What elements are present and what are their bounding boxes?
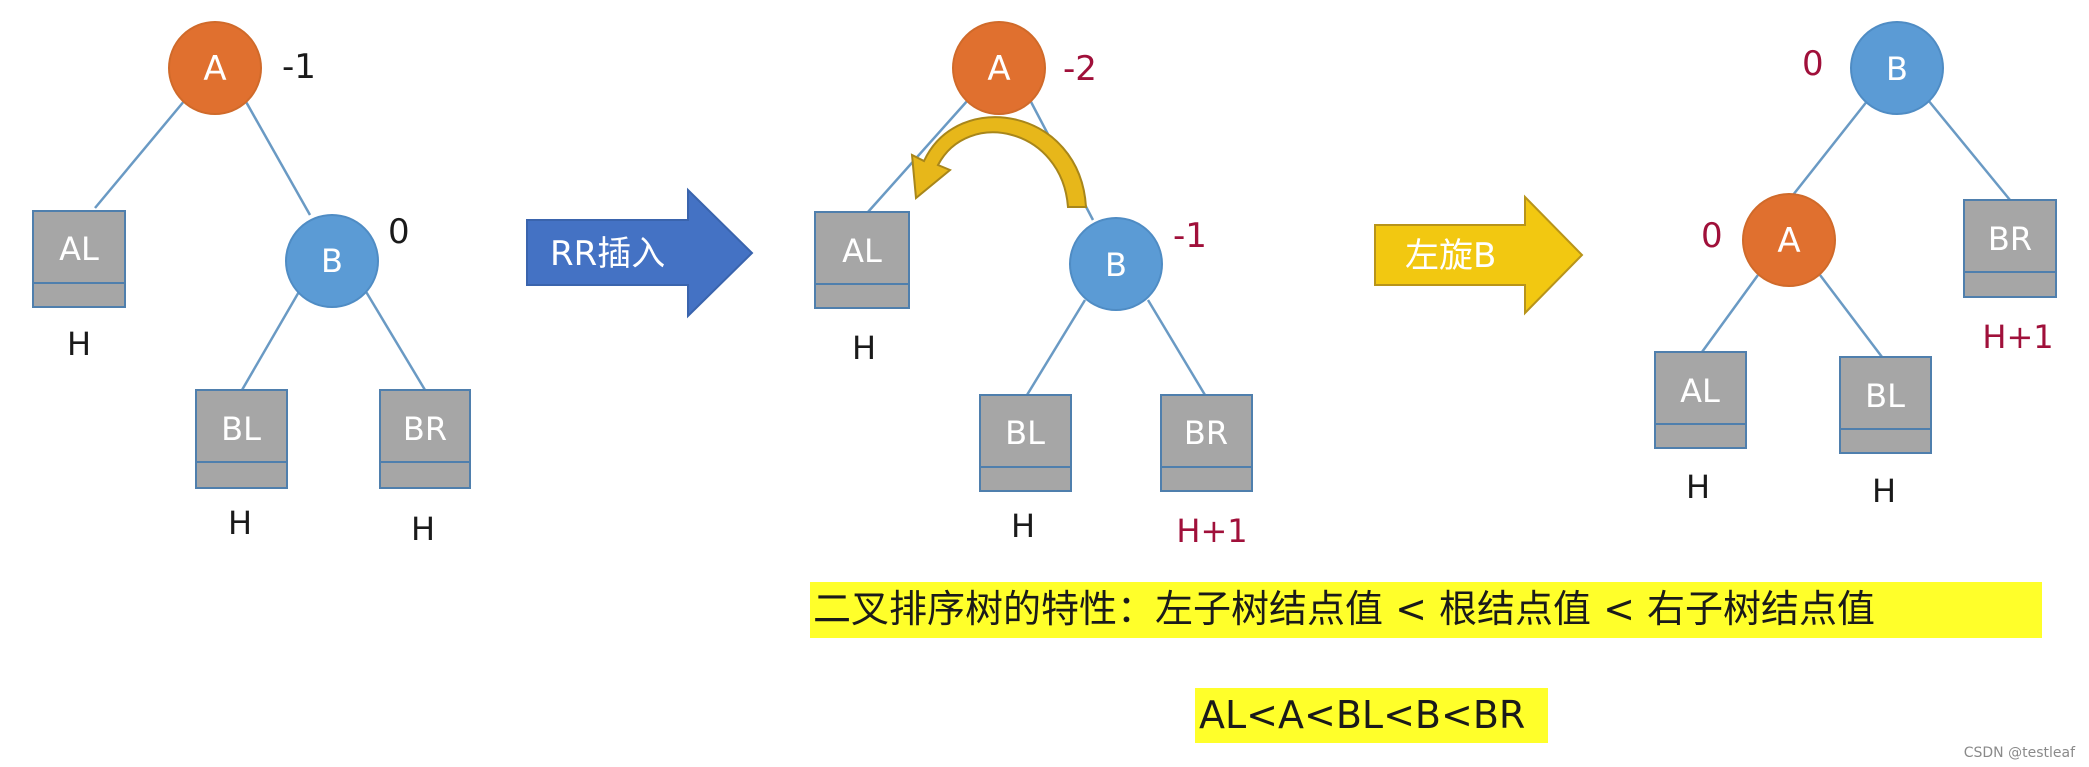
node-b — [1069, 217, 1163, 311]
height-al: H — [67, 325, 91, 363]
edge-b-bl — [240, 289, 302, 391]
subtree-box-bl: BL — [195, 389, 288, 489]
edge-a-b — [243, 99, 312, 216]
subtree-box-br: BR — [379, 389, 471, 489]
height-bl: H — [1872, 472, 1896, 510]
order-highlight — [1195, 688, 1548, 743]
subtree-label-br: BR — [403, 410, 447, 448]
caption-text: 二叉排序树的特性：左子树结点值 < 根结点值 < 右子树结点值 — [813, 587, 1875, 631]
edge-a-al — [1700, 274, 1760, 353]
order-text: AL<A<BL<B<BR — [1199, 693, 1525, 737]
edge-b-br — [1146, 299, 1207, 396]
height-bl: H — [228, 504, 252, 542]
arrow-left-rotate: 左旋B — [1374, 194, 1584, 316]
caption-highlight — [810, 582, 2042, 638]
tree-after-rotation: B 0 A 0 BR H+1 AL H BL H — [1654, 21, 2057, 510]
height-bl: H — [1011, 507, 1035, 545]
subtree-box-al: AL — [814, 211, 910, 309]
node-a-label: A — [203, 49, 226, 89]
height-br: H — [411, 510, 435, 548]
rotation-arrow-icon — [910, 116, 1088, 208]
height-al: H — [1686, 468, 1710, 506]
node-b — [285, 214, 379, 308]
edge-b-bl — [1025, 299, 1087, 396]
edge-b-br — [363, 289, 427, 391]
subtree-label-al: AL — [1680, 372, 1720, 410]
balance-factor-a: -2 — [1063, 49, 1097, 89]
subtree-label-bl: BL — [1865, 377, 1905, 415]
node-b — [1850, 21, 1944, 115]
subtree-label-al: AL — [59, 230, 99, 268]
subtree-box-bl: BL — [979, 394, 1072, 492]
arrow-left-rotate-label: 左旋B — [1405, 236, 1496, 276]
subtree-box-bl: BL — [1839, 356, 1932, 454]
node-a — [1742, 193, 1836, 287]
subtree-box-br: BR — [1963, 199, 2057, 298]
arrow-rr-insert-label: RR插入 — [550, 234, 665, 274]
height-al: H — [852, 329, 876, 367]
subtree-label-br: BR — [1184, 414, 1228, 452]
balance-factor-b: 0 — [388, 212, 410, 252]
subtree-box-al: AL — [1654, 351, 1747, 449]
node-b-label: B — [321, 242, 343, 280]
node-b-label: B — [1105, 246, 1127, 284]
edge-a-al — [94, 99, 186, 209]
balance-factor-b: 0 — [1802, 44, 1824, 84]
edge-a-bl — [1819, 274, 1883, 358]
watermark: CSDN @testleaf — [1964, 745, 2076, 761]
arrow-rr-insert: RR插入 — [526, 187, 754, 319]
balance-factor-a: -1 — [282, 47, 316, 87]
balance-factor-b: -1 — [1173, 216, 1207, 256]
height-br: H+1 — [1176, 512, 1247, 550]
balance-factor-a: 0 — [1701, 216, 1723, 256]
tree-after-insert: A -2 B -1 AL H BL H BR H+1 — [814, 21, 1253, 550]
edge-b-br — [1927, 99, 2011, 201]
edge-b-a — [1792, 99, 1869, 196]
node-a — [952, 21, 1046, 115]
subtree-box-al: AL — [32, 210, 126, 308]
node-a-label: A — [987, 49, 1010, 89]
subtree-label-bl: BL — [221, 410, 261, 448]
subtree-label-bl: BL — [1005, 414, 1045, 452]
subtree-label-br: BR — [1988, 220, 2032, 258]
node-b-label: B — [1886, 50, 1908, 88]
node-a — [168, 21, 262, 115]
subtree-box-br: BR — [1160, 394, 1253, 492]
bst-property-caption: 二叉排序树的特性：左子树结点值 < 根结点值 < 右子树结点值 — [810, 582, 2042, 638]
subtree-label-al: AL — [842, 232, 882, 270]
edge-a-al — [867, 99, 969, 213]
node-a-label: A — [1777, 221, 1800, 261]
tree-before-insert: A -1 B 0 AL H BL H BR H — [32, 21, 471, 548]
height-br: H+1 — [1982, 318, 2053, 356]
order-caption: AL<A<BL<B<BR — [1195, 688, 1548, 743]
